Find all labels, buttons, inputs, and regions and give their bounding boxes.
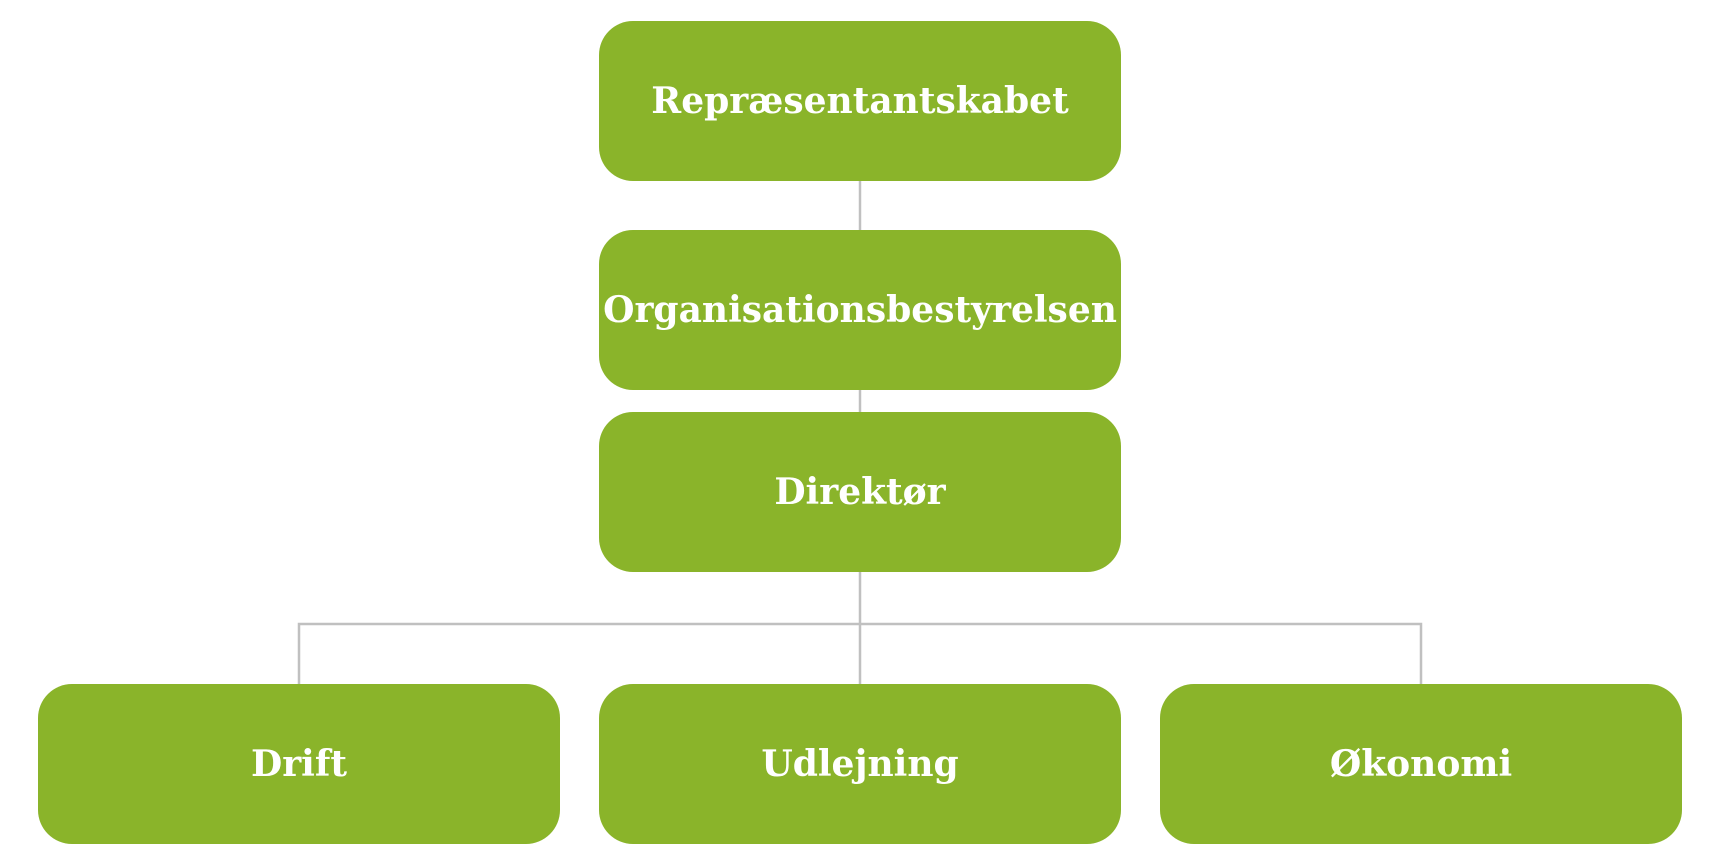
- node-label: Økonomi: [1329, 743, 1513, 785]
- node-udlejning: Udlejning: [599, 684, 1121, 844]
- node-label: Organisationsbestyrelsen: [603, 289, 1117, 331]
- node-label: Direktør: [774, 471, 946, 513]
- node-label: Repræsentantskabet: [651, 80, 1069, 122]
- node-drift: Drift: [38, 684, 560, 844]
- node-organisationsbestyrelsen: Organisationsbestyrelsen: [599, 230, 1121, 390]
- node-direktoer: Direktør: [599, 412, 1121, 572]
- node-label: Drift: [251, 743, 347, 785]
- connector-branch: [297, 622, 1423, 684]
- node-okonomi: Økonomi: [1160, 684, 1682, 844]
- node-repraesentantskabet: Repræsentantskabet: [599, 21, 1121, 181]
- node-label: Udlejning: [761, 743, 959, 785]
